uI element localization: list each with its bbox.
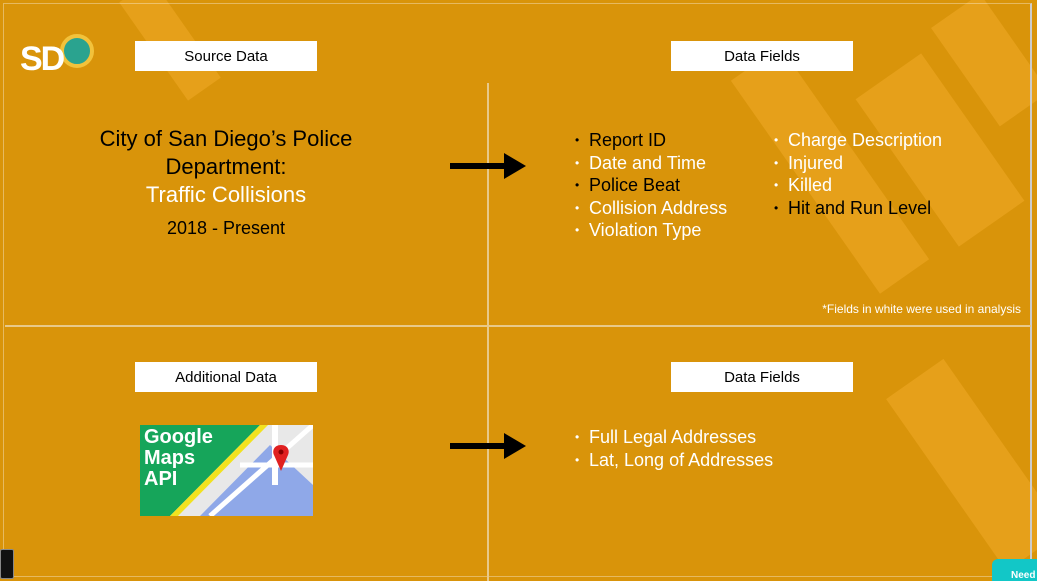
field-item: Full Legal Addresses [575,426,773,449]
help-button[interactable]: Need [992,559,1037,581]
google-maps-api-text: Google Maps API [144,427,213,490]
field-item: Date and Time [575,152,727,175]
field-item: Killed [774,174,942,197]
source-title-line1: City of San Diego’s Police [99,126,353,151]
google-maps-api-image: Google Maps API [140,425,313,516]
side-panel-tab[interactable] [0,549,14,579]
field-item: Collision Address [575,197,727,220]
source-title: City of San Diego’s Police Department: T… [80,125,372,209]
arrow-right-icon [450,433,526,459]
source-title-line2: Department: [165,154,287,179]
data-fields-label-2: Data Fields [671,362,853,392]
field-item: Hit and Run Level [774,197,942,220]
source-title-line3: Traffic Collisions [145,182,307,207]
data-fields-column-1: Report IDDate and TimePolice BeatCollisi… [575,129,727,242]
gmaps-line2: Maps [144,447,196,469]
field-item: Lat, Long of Addresses [575,449,773,472]
vertical-divider [487,83,489,581]
logo-text: SD [20,40,65,78]
field-item: Violation Type [575,219,727,242]
slide-frame [3,3,1032,577]
data-fields-label: Data Fields [671,41,853,71]
source-data-label: Source Data [135,41,317,71]
fields-note: *Fields in white were used in analysis [822,302,1021,316]
field-item: Charge Description [774,129,942,152]
sd-logo: SD [18,26,98,84]
source-years: 2018 - Present [166,218,286,238]
field-item: Report ID [575,129,727,152]
gmaps-line1: Google [144,426,213,448]
data-fields-column-2: Charge DescriptionInjuredKilledHit and R… [774,129,942,219]
field-item: Police Beat [575,174,727,197]
gmaps-line3: API [144,468,178,490]
map-stripe-icon [140,425,289,516]
field-item: Injured [774,152,942,175]
arrow-right-icon [450,153,526,179]
additional-fields-list: Full Legal AddressesLat, Long of Address… [575,426,773,471]
horizontal-divider [5,325,1031,327]
additional-data-label: Additional Data [135,362,317,392]
logo-circle-icon [60,34,94,68]
